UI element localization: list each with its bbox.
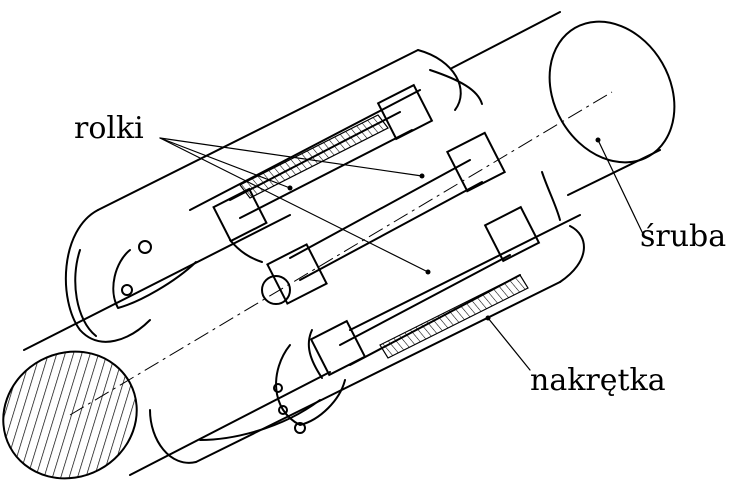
screw-top-edge-left — [23, 214, 291, 351]
retaining-wire-3 — [307, 329, 323, 379]
cutaway-edge-top — [189, 89, 421, 211]
lower-end-plate — [275, 344, 346, 426]
nut-left-rim-inner — [74, 249, 97, 337]
screw-bottom-edge-left — [129, 371, 331, 476]
roller-1-gear-left — [212, 187, 268, 243]
leader-lines — [159, 137, 645, 371]
plate-hole-2 — [121, 284, 133, 296]
nut-left-lower-rim — [149, 409, 197, 464]
roller-3-gear-left — [309, 319, 367, 377]
plate-hole-4 — [278, 405, 288, 415]
roller-3 — [309, 205, 541, 377]
nut-top-right-curve — [417, 49, 462, 111]
roller-2-gear-left — [266, 243, 328, 305]
nut-top-edge — [97, 49, 419, 211]
roller-3-gear-right — [483, 205, 541, 263]
roller-2-gear-right — [445, 131, 507, 193]
leader-dot-2 — [419, 173, 425, 179]
cutaway-hatch-bottom — [379, 274, 529, 359]
rollers — [212, 69, 561, 379]
retaining-wire-1 — [429, 69, 483, 105]
leader-dot-sruba — [595, 137, 601, 143]
roller-2-end — [261, 275, 291, 305]
leader-rolki-1 — [159, 137, 291, 189]
leader-rolki-3 — [159, 137, 429, 273]
plate-hole-3 — [273, 383, 283, 393]
nut-left-rim-outer — [64, 209, 151, 343]
nut-bottom-edge — [195, 281, 561, 463]
plate-hole-5 — [294, 422, 306, 434]
left-end-plate — [112, 249, 197, 309]
nut-bottom-right-curve — [559, 225, 585, 283]
label-rolki: rolki — [74, 111, 144, 146]
plate-hole-1 — [138, 240, 152, 254]
screw-near-end — [2, 350, 138, 480]
nut-lower-inner-curve — [199, 399, 321, 441]
screw-section-hatch — [3, 351, 137, 479]
label-nakretka: nakrętka — [530, 363, 666, 398]
roller-1 — [212, 83, 434, 243]
leader-dot-3 — [425, 269, 431, 275]
leader-rolki-2 — [159, 137, 423, 177]
nut-body — [64, 49, 585, 464]
leader-nakretka — [487, 317, 531, 371]
leader-dot-1 — [287, 185, 293, 191]
cutaway-edge-bottom — [349, 214, 581, 331]
retaining-wire-2 — [541, 171, 561, 221]
screw-shaft — [2, 11, 676, 480]
leader-sruba — [597, 139, 645, 237]
label-sruba: śruba — [640, 219, 727, 254]
retaining-wire-4 — [229, 239, 263, 263]
screw-axis — [69, 91, 613, 416]
screw-top-edge-right — [451, 11, 561, 69]
roller-1-gear-right — [376, 83, 434, 141]
roller-2 — [261, 131, 507, 305]
leader-dot-nakretka — [485, 315, 491, 321]
